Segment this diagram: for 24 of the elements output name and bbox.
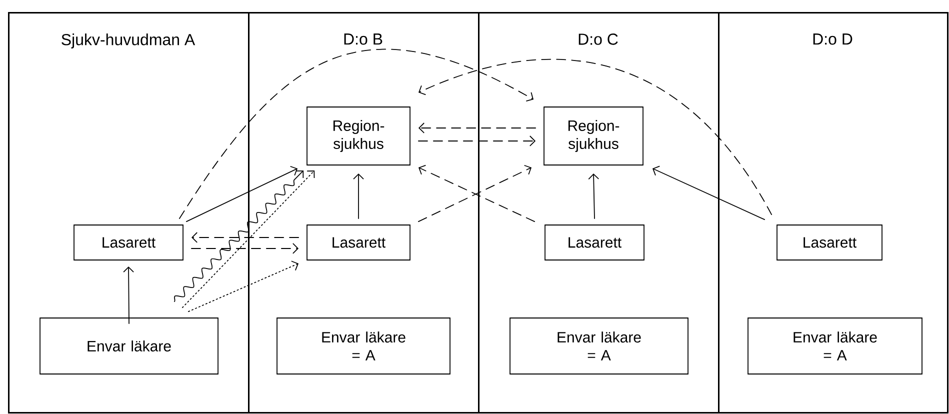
care-box: Envar läkare = A bbox=[276, 318, 450, 374]
care-box: Region-sjukhus bbox=[306, 106, 410, 166]
arrow bbox=[418, 136, 536, 146]
arrow bbox=[186, 166, 298, 222]
arrow bbox=[418, 59, 772, 215]
arrow bbox=[353, 173, 364, 219]
care-box: Lasarett bbox=[306, 224, 410, 260]
care-box: Lasarett bbox=[776, 224, 882, 260]
arrow bbox=[174, 170, 304, 302]
care-box: Lasarett bbox=[74, 224, 184, 260]
arrow bbox=[191, 243, 299, 254]
arrow bbox=[182, 170, 315, 308]
arrow bbox=[652, 166, 765, 220]
care-box: Region-sjukhus bbox=[544, 106, 644, 166]
arrow bbox=[123, 266, 134, 324]
care-box: Envar läkare = A bbox=[748, 318, 922, 374]
arrow bbox=[188, 260, 299, 312]
arrow bbox=[418, 122, 536, 134]
care-box: Envar läkare = A bbox=[510, 318, 688, 374]
arrow bbox=[191, 232, 299, 243]
arrow bbox=[179, 48, 534, 219]
arrow bbox=[588, 173, 600, 219]
care-box: Envar läkare bbox=[40, 318, 218, 374]
care-box: Lasarett bbox=[544, 224, 644, 260]
